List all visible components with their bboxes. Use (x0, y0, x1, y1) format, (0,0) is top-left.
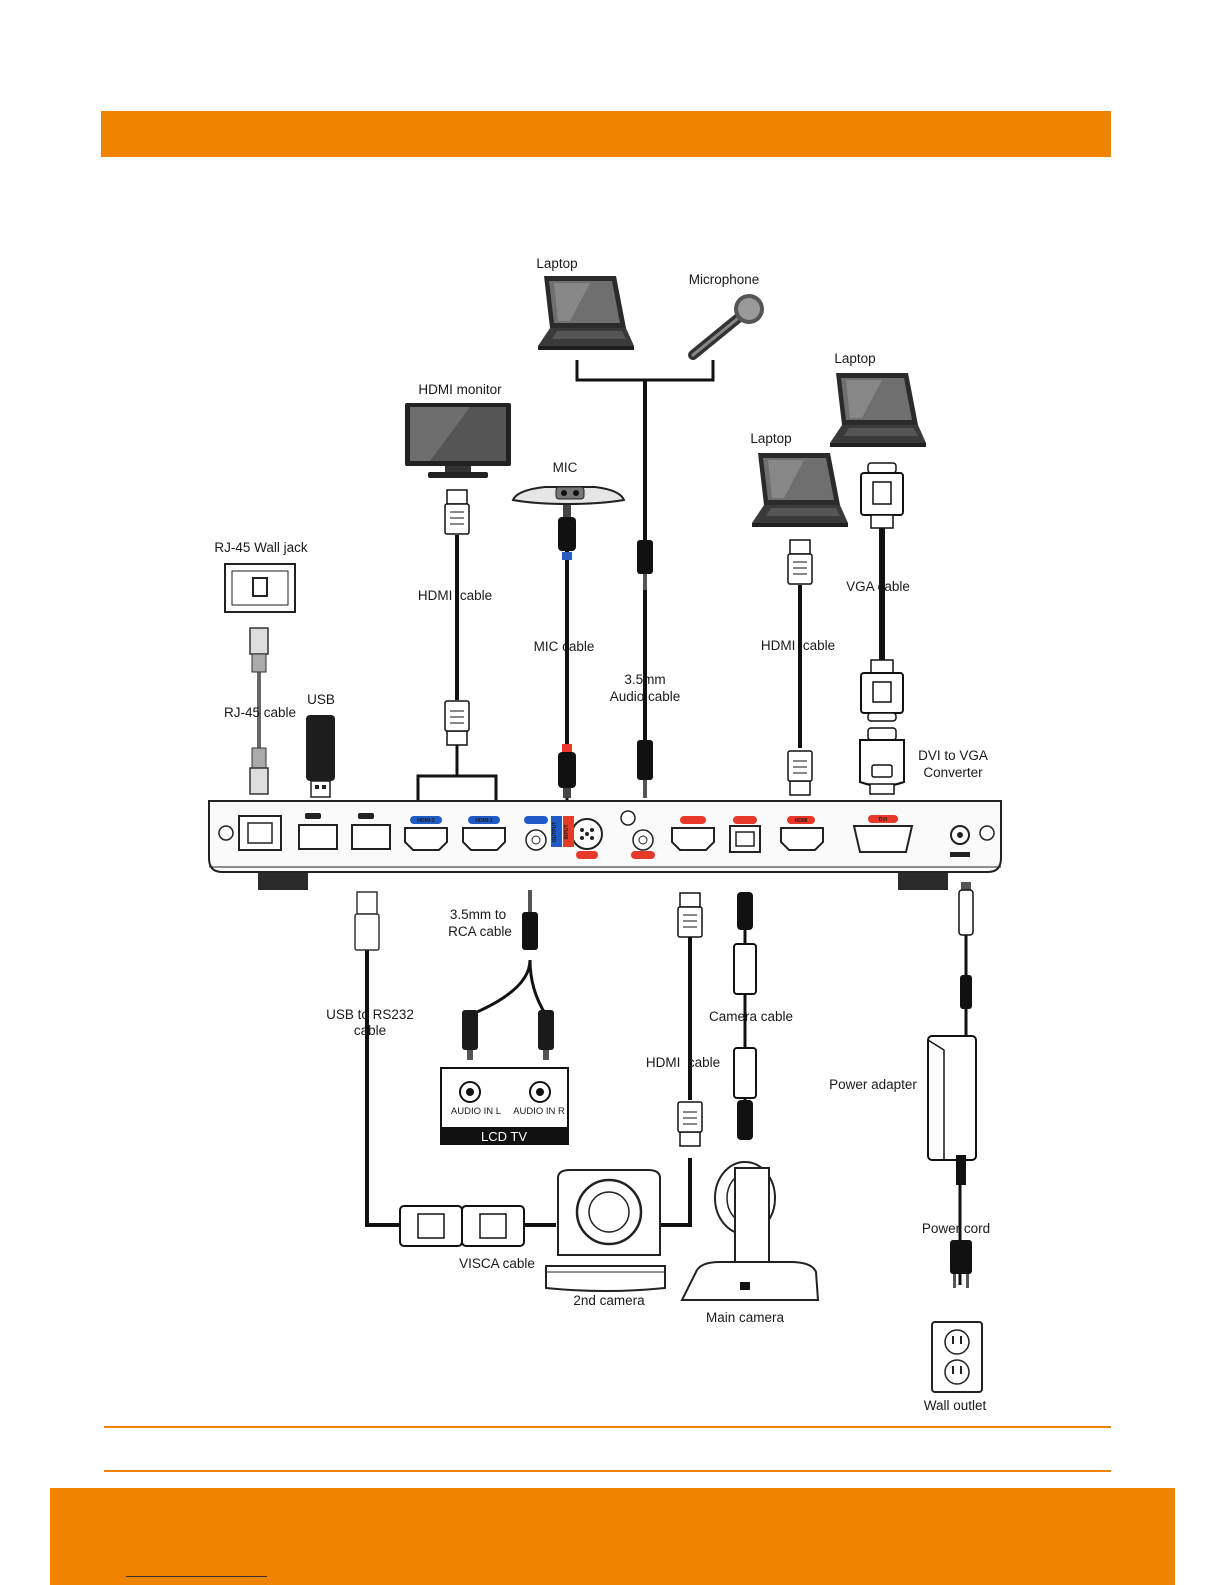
port-label-hdmi1: HDMI-1 (475, 818, 492, 824)
label-power-adapter: Power adapter (829, 1077, 917, 1092)
hdmi-plug-laptop-top (787, 539, 813, 585)
wall-outlet-icon (931, 1321, 983, 1393)
second-camera-icon (545, 1169, 666, 1292)
label-usb-rs232-line1: USB to RS232 (326, 1007, 414, 1022)
rj45-plug-bottom (249, 747, 269, 795)
camera-cable-connectors (733, 892, 757, 1140)
rca-plug-right (538, 1010, 554, 1060)
laptop-mid-icon (752, 453, 848, 527)
hdmi-plug-monitor-top (444, 489, 470, 535)
label-laptop-mid: Laptop (750, 431, 791, 446)
lcd-tv-panel (440, 1067, 569, 1145)
hdmi-plug-camera-top (677, 892, 703, 938)
power-adapter-icon (927, 1035, 977, 1185)
label-main-camera: Main camera (706, 1310, 785, 1325)
visca-connector-icon (399, 1205, 525, 1247)
label-hdmi-cable-monitor: HDMI cable (418, 588, 492, 603)
port-label-hdmi2: HDMI-2 (417, 818, 434, 824)
hdmi-monitor-icon (405, 403, 511, 478)
label-vga-cable: VGA cable (846, 579, 910, 594)
label-wall-outlet: Wall outlet (924, 1398, 987, 1413)
port-badge-labels: HDMI-2 HDMI-1 OUTPUT INPUT HDMI DVI (417, 817, 887, 842)
label-power-cord: Power cord (922, 1221, 990, 1236)
main-camera-icon (680, 1161, 820, 1301)
port-label-dvi: DVI (879, 817, 888, 823)
label-rca-cable-line2: RCA cable (448, 924, 512, 939)
label-laptop-right: Laptop (834, 351, 875, 366)
port-label-input: INPUT (564, 825, 570, 840)
dvi-vga-converter-icon (859, 727, 905, 795)
divider-top (104, 1426, 1111, 1428)
label-second-camera: 2nd camera (573, 1293, 645, 1308)
laptop-right-icon (830, 373, 926, 447)
port-label-output: OUTPUT (552, 822, 558, 843)
label-hdmi-monitor: HDMI monitor (418, 382, 502, 397)
label-rj45-wall-jack: RJ-45 Wall jack (214, 540, 308, 555)
vga-connector-bottom (860, 659, 904, 722)
label-hdmi-cable-camera: HDMI cable (646, 1055, 720, 1070)
audio-jack-bottom (637, 740, 653, 798)
microphone-icon (688, 294, 764, 360)
vga-connector-top (860, 462, 904, 529)
header-bar (101, 111, 1111, 157)
label-rca-cable-line1: 3.5mm to (450, 907, 506, 922)
footer-bar (50, 1488, 1175, 1585)
mic-pod-icon (511, 486, 626, 506)
rj45-wall-jack-icon (224, 563, 296, 613)
hdmi-plug-monitor-bottom (444, 700, 470, 746)
usb-connector-icon (354, 891, 380, 951)
usb-stick-icon (306, 715, 335, 798)
main-unit (208, 800, 1002, 890)
mic-connector-top (558, 505, 576, 560)
label-dvi-vga-line1: DVI to VGA (918, 748, 988, 763)
rca-jack-icon (522, 890, 538, 950)
port-label-hdmi: HDMI (795, 818, 808, 824)
hdmi-plug-camera-bottom (677, 1101, 703, 1147)
label-laptop-top: Laptop (536, 256, 577, 271)
mic-connector-bottom (558, 744, 576, 798)
label-camera-cable: Camera cable (709, 1009, 793, 1024)
rca-plug-left (462, 1010, 478, 1060)
label-audio-cable-line2: Audio cable (610, 689, 681, 704)
label-rj45-cable: RJ-45 cable (224, 705, 296, 720)
footer-underline (126, 1576, 267, 1577)
audio-jack-top (637, 540, 653, 590)
power-cable-connectors (958, 882, 974, 1009)
label-audio-in-l: AUDIO IN L (451, 1106, 501, 1117)
label-dvi-vga-line2: Converter (923, 765, 983, 780)
power-cord-plug (950, 1240, 972, 1288)
divider-bottom (104, 1470, 1111, 1472)
cables-top (257, 360, 885, 818)
label-usb-rs232-line2: cable (354, 1023, 386, 1038)
hdmi-plug-laptop-bottom (787, 750, 813, 796)
label-lcd-tv: LCD TV (481, 1129, 527, 1144)
label-microphone: Microphone (689, 272, 760, 287)
label-mic: MIC (553, 460, 578, 475)
rj45-plug-top (249, 627, 269, 673)
label-mic-cable: MIC cable (534, 639, 595, 654)
label-usb: USB (307, 692, 335, 707)
label-hdmi-cable-laptop: HDMI cable (761, 638, 835, 653)
label-audio-in-r: AUDIO IN R (513, 1106, 565, 1117)
label-audio-cable-line1: 3.5mm (624, 672, 665, 687)
label-visca-cable: VISCA cable (459, 1256, 535, 1271)
laptop-top-icon (538, 276, 634, 350)
